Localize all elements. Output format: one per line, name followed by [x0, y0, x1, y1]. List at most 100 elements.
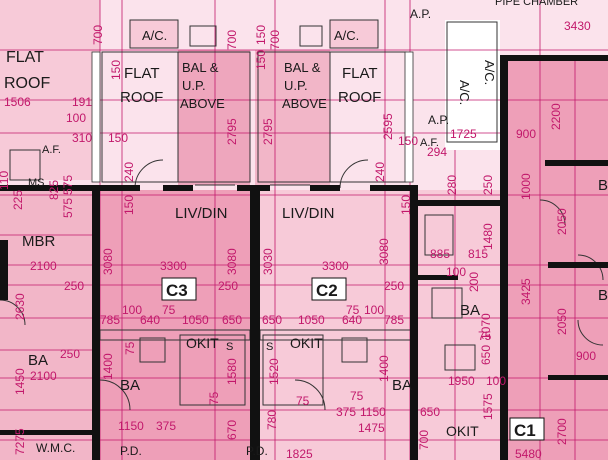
ba-c3-label: BA	[120, 377, 140, 394]
svg-text:ROOF: ROOF	[4, 75, 50, 92]
svg-text:1050: 1050	[298, 313, 325, 327]
svg-text:885: 885	[430, 247, 450, 261]
liv-din-c3-label: LIV/DIN	[175, 205, 228, 222]
svg-text:C1: C1	[514, 421, 536, 440]
walls	[0, 55, 608, 460]
svg-text:100: 100	[486, 374, 506, 388]
svg-text:1520: 1520	[267, 358, 281, 385]
b-right-2-label: B	[598, 287, 608, 304]
svg-text:1506: 1506	[4, 95, 31, 109]
svg-text:1580: 1580	[225, 358, 239, 385]
svg-text:FLAT: FLAT	[342, 65, 378, 82]
svg-text:2100: 2100	[30, 369, 57, 383]
svg-text:BAL &: BAL &	[284, 60, 321, 75]
svg-text:1400: 1400	[101, 353, 115, 380]
svg-text:75: 75	[123, 341, 137, 355]
svg-text:785: 785	[384, 313, 404, 327]
svg-text:3300: 3300	[160, 259, 187, 273]
wmc-label: W.M.C.	[36, 441, 75, 455]
svg-text:2100: 2100	[30, 259, 57, 273]
flat-roof-c2-label: FLAT ROOF	[338, 65, 381, 106]
svg-text:2795: 2795	[225, 118, 239, 145]
okit-c3-label: OKIT	[186, 335, 219, 351]
ac-right2-label: A/C.	[457, 80, 472, 105]
svg-text:250: 250	[384, 279, 404, 293]
c2-unit-zone	[258, 190, 413, 460]
svg-text:670: 670	[225, 420, 239, 440]
window-strip-right	[404, 51, 414, 183]
c2-balcony-zone	[255, 50, 330, 185]
flat-roof-c3-label: FLAT ROOF	[120, 65, 163, 106]
ac-right-label: A/C.	[482, 60, 497, 85]
svg-text:1150: 1150	[360, 405, 386, 419]
svg-text:100: 100	[446, 265, 466, 279]
svg-text:110: 110	[0, 171, 11, 190]
svg-text:250: 250	[64, 279, 84, 293]
svg-text:294: 294	[427, 145, 447, 159]
svg-text:240: 240	[373, 162, 387, 182]
svg-text:2595: 2595	[381, 113, 395, 140]
svg-text:75: 75	[350, 389, 364, 403]
svg-text:780: 780	[265, 410, 279, 430]
liv-din-c2-label: LIV/DIN	[282, 205, 335, 222]
pipe-chamber-label: PIPE CHAMBER	[495, 0, 578, 8]
svg-text:815: 815	[468, 247, 488, 261]
svg-text:3080: 3080	[225, 248, 239, 275]
svg-text:BAL &: BAL &	[182, 60, 219, 75]
svg-text:C2: C2	[316, 281, 338, 300]
flat-roof-left-label: FLAT ROOF	[4, 49, 50, 92]
left-unit-zone	[0, 185, 95, 460]
svg-text:100: 100	[66, 111, 86, 125]
svg-text:900: 900	[576, 349, 596, 363]
window-strip-left	[91, 51, 101, 183]
svg-text:ABOVE: ABOVE	[282, 96, 327, 111]
svg-text:U.P.: U.P.	[284, 78, 308, 93]
svg-text:280: 280	[445, 175, 459, 195]
svg-text:1575: 1575	[481, 393, 495, 420]
svg-text:375: 375	[156, 419, 176, 433]
svg-text:3425: 3425	[519, 278, 533, 305]
svg-text:650: 650	[222, 313, 242, 327]
svg-text:3080: 3080	[101, 248, 115, 275]
svg-text:1725: 1725	[450, 127, 477, 141]
svg-text:240: 240	[122, 162, 136, 182]
svg-text:375: 375	[336, 405, 356, 419]
mid-core-zone	[415, 190, 505, 460]
svg-text:2795: 2795	[261, 118, 275, 145]
c3-balcony-zone	[178, 50, 250, 185]
svg-text:250: 250	[481, 175, 495, 195]
svg-text:FLAT: FLAT	[6, 49, 44, 66]
svg-text:785: 785	[100, 313, 120, 327]
svg-text:700: 700	[225, 30, 239, 50]
svg-text:1000: 1000	[519, 173, 533, 200]
ac-c3-box	[130, 20, 178, 48]
svg-text:150: 150	[108, 131, 128, 145]
svg-text:75: 75	[162, 303, 176, 317]
svg-text:FLAT: FLAT	[124, 65, 160, 82]
b-right-1-label: B	[598, 177, 608, 194]
svg-text:75: 75	[296, 394, 310, 408]
c1-tag: C1	[509, 417, 545, 441]
svg-text:310: 310	[72, 131, 92, 145]
svg-text:150: 150	[254, 50, 268, 70]
svg-text:575: 575	[61, 175, 75, 195]
svg-text:75: 75	[478, 329, 492, 343]
svg-text:2050: 2050	[555, 308, 569, 335]
interior-lines	[0, 19, 604, 411]
ac-c3-label: A/C.	[142, 28, 167, 43]
bal-up-above-c2-label: BAL & U.P. ABOVE	[282, 60, 327, 111]
svg-text:150: 150	[254, 25, 268, 45]
svg-text:1950: 1950	[448, 374, 475, 388]
ac-c2-box	[330, 20, 378, 48]
svg-text:1825: 1825	[286, 447, 313, 460]
svg-text:640: 640	[140, 313, 160, 327]
svg-text:225: 225	[11, 190, 25, 210]
svg-text:3080: 3080	[377, 238, 391, 265]
dimension-texts: 700 700 150 2795 150 700 150 2795 2595 1…	[0, 19, 596, 460]
svg-text:150: 150	[399, 195, 413, 215]
svg-text:700: 700	[91, 25, 105, 45]
svg-text:575: 575	[61, 198, 75, 218]
svg-text:640: 640	[342, 313, 362, 327]
svg-text:150: 150	[109, 60, 123, 80]
okit-c1-label: OKIT	[446, 423, 479, 439]
